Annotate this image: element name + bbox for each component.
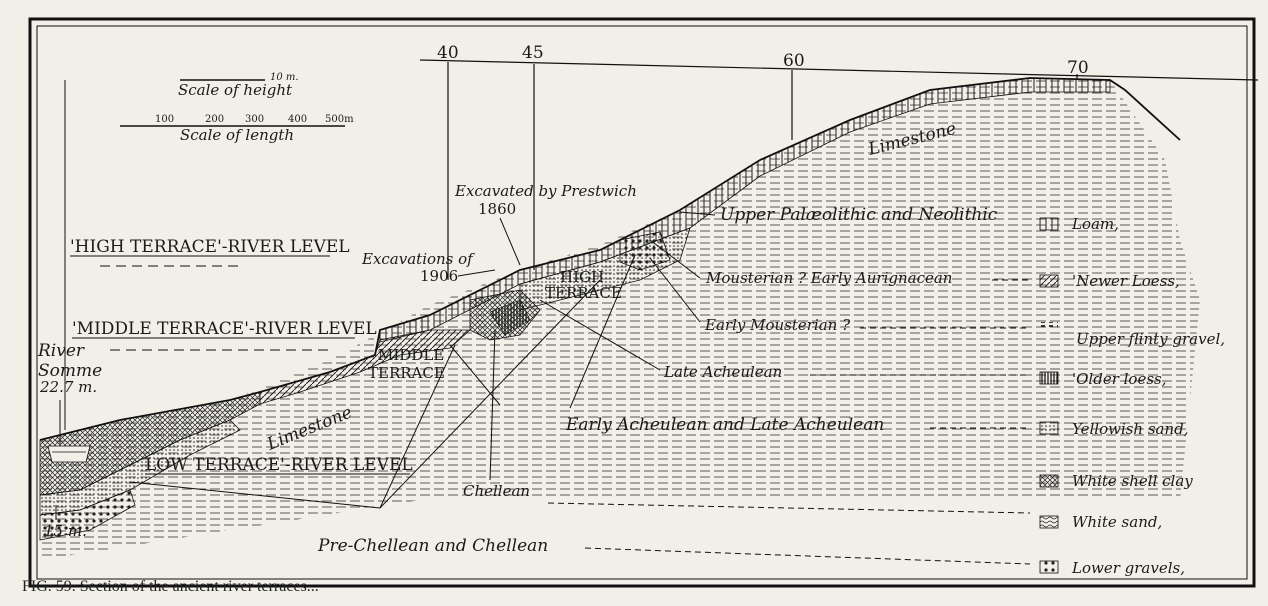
pointer-late-acheulean xyxy=(539,299,661,371)
legend: Loam, 'Newer Loess, Upper flinty gravel,… xyxy=(1039,215,1225,577)
period-mousterian-aurignacean: Mousterian ? Early Aurignacean xyxy=(705,269,952,287)
height-scale-unit: 10 m. xyxy=(270,72,299,83)
outer-frame xyxy=(28,17,1256,588)
excavations-of-label: Excavations of xyxy=(361,250,475,268)
legend-swatch-older-loess xyxy=(1039,371,1059,385)
legend-swatch-loam xyxy=(1039,217,1059,231)
distance-label-70: 70 xyxy=(1067,58,1089,78)
legend-label-lower-gravels: Lower gravels, xyxy=(1071,559,1185,577)
pointer-chellean xyxy=(489,329,496,481)
period-late-acheulean: Late Acheulean xyxy=(663,363,782,381)
period-pre-chellean: Pre-Chellean and Chellean xyxy=(317,536,548,556)
legend-swatch-flinty-gravel xyxy=(1040,322,1058,328)
prestwich-pointer xyxy=(499,217,521,266)
period-upper-palaeolithic: Upper Palæolithic and Neolithic xyxy=(720,205,998,225)
pointer-upper-palaeolithic xyxy=(679,211,716,216)
river-height-label: 22.7 m. xyxy=(39,378,97,396)
period-early-mousterian: Early Mousterian ? xyxy=(704,316,851,334)
somme-label: Somme xyxy=(38,361,102,381)
pointer-early-mousterian xyxy=(649,257,701,323)
pointer-acheulean-b xyxy=(449,344,501,406)
height-scale-label: Scale of height xyxy=(178,81,293,99)
middle-terrace-river-level: 'MIDDLE TERRACE'-RIVER LEVEL xyxy=(72,319,377,339)
pointer-pre-chellean-a xyxy=(129,481,381,509)
year-1860-label: 1860 xyxy=(478,200,516,218)
pointer-pre-chellean-c xyxy=(379,279,601,509)
legend-label-flinty-gravel: Upper flinty gravel, xyxy=(1076,330,1225,348)
excavations-1906-pointer xyxy=(457,269,496,277)
length-scale-tick-100: 100 xyxy=(155,114,174,125)
length-scale-tick-300: 300 xyxy=(245,114,264,125)
legend-swatch-lower-gravels xyxy=(1039,560,1059,574)
leader-pre-chellean xyxy=(584,547,1031,565)
low-terrace-gravel xyxy=(39,489,136,541)
high-terrace-label-2: TERRACE xyxy=(545,284,622,302)
legend-label-yellowish-sand: Yellowish sand, xyxy=(1072,420,1189,438)
excavated-prestwich-label: Excavated by Prestwich xyxy=(454,182,637,200)
distance-label-45: 45 xyxy=(522,43,544,63)
low-terrace-river-level: LOW TERRACE'-RIVER LEVEL xyxy=(145,455,413,475)
pointer-mousterian-aurignacean xyxy=(649,239,701,279)
length-scale-label: Scale of length xyxy=(180,126,294,144)
figure-caption: FIG. 59. Section of the ancient river te… xyxy=(22,578,319,595)
distance-label-40: 40 xyxy=(437,43,459,63)
legend-swatch-shell-clay xyxy=(1039,474,1059,488)
legend-swatch-yellowish-sand xyxy=(1039,421,1059,435)
limestone-body xyxy=(40,78,1200,560)
river-label: River xyxy=(37,341,85,361)
high-terrace-label-1: HIGH xyxy=(560,268,604,286)
legend-label-older-loess: 'Older loess, xyxy=(1072,370,1167,388)
length-scale-tick-400: 400 xyxy=(288,114,307,125)
pointer-acheulean-a xyxy=(569,254,636,409)
bottom-level-label: 15 m. xyxy=(44,522,87,540)
legend-label-loam: Loam, xyxy=(1071,215,1119,233)
middle-terrace-label-1: MIDDLE xyxy=(378,346,444,364)
length-scale-tick-200: 200 xyxy=(205,114,224,125)
period-early-late-acheulean: Early Acheulean and Late Acheulean xyxy=(565,415,884,435)
pointer-pre-chellean-b xyxy=(379,344,456,509)
older-loess-pocket xyxy=(489,299,531,336)
legend-label-white-sand: White sand, xyxy=(1072,513,1162,531)
river-channel xyxy=(47,445,91,463)
length-scale-tick-500: 500m xyxy=(325,114,354,125)
legend-swatch-newer-loess xyxy=(1039,274,1059,288)
year-1906-label: 1906 xyxy=(420,267,458,285)
period-chellean: Chellean xyxy=(463,482,530,500)
legend-swatch-white-sand xyxy=(1039,515,1059,529)
top-distance-line xyxy=(419,59,1259,81)
high-terrace-river-level: 'HIGH TERRACE'-RIVER LEVEL xyxy=(70,237,350,257)
legend-label-shell-clay: White shell clay xyxy=(1072,472,1193,490)
leader-chellean xyxy=(547,502,1031,514)
middle-terrace-deposit xyxy=(259,329,472,405)
middle-terrace-label-2: TERRACE xyxy=(368,364,445,382)
legend-label-newer-loess: 'Newer Loess, xyxy=(1072,272,1180,290)
distance-label-60: 60 xyxy=(783,51,805,71)
inner-frame xyxy=(36,25,1248,580)
